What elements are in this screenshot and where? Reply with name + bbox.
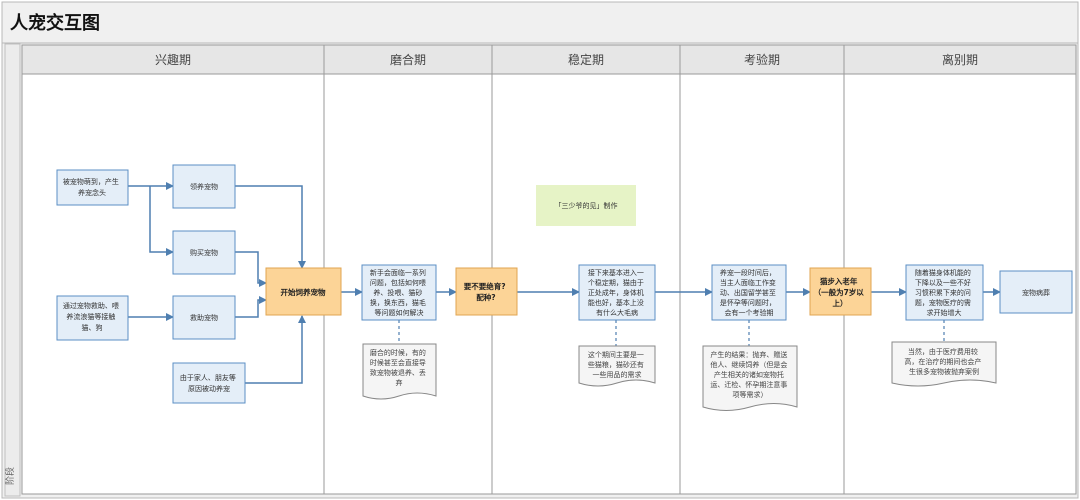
node-sterilize: 要不要绝育? 配种?	[455, 267, 518, 316]
lane-headers: 兴趣期 磨合期 稳定期 考验期 离别期	[21, 44, 1077, 75]
svg-text:领养宠物: 领养宠物	[190, 182, 218, 191]
side-label: 阶段	[4, 467, 16, 485]
node-contact-strays: 通过宠物救助、喂 养流浪猫等接触 猫、狗	[56, 295, 129, 341]
lane-label-test: 考验期	[744, 52, 780, 67]
svg-text:宠物病葬: 宠物病葬	[1022, 288, 1050, 297]
lane-label-farewell: 离别期	[942, 52, 978, 67]
node-test-period: 养宠一段时间后， 当主人面临工作变 动、出国留学甚至 是怀孕等问题时， 会有一个…	[711, 264, 787, 321]
note-stable: 这个期间主要是一 些猫粮，猫砂还有 一些用品的需求	[578, 345, 656, 387]
watermark-text: 「三少爷的见」制作	[555, 201, 618, 210]
svg-text:猫步入老年 （一般为7岁以 上）: 猫步入老年 （一般为7岁以 上）	[814, 276, 867, 308]
svg-text:要不要绝育? 配种?: 要不要绝育? 配种?	[464, 281, 508, 302]
lane-header-stable	[491, 44, 681, 75]
node-old-age: 猫步入老年 （一般为7岁以 上）	[809, 267, 872, 316]
note-adapt: 磨合的时候，有的 时候甚至会直接导 致宠物被退养、丢 弃	[362, 343, 437, 400]
node-newbie-problems: 新手会面临一系列 问题，包括如何喂 养、投喂、猫砂 换，换东西，猫毛 等问题如何…	[361, 264, 437, 321]
lane-header-test	[679, 44, 845, 75]
node-passive: 由于家人、朋友等 原因被动养宠	[172, 362, 246, 404]
side-bar	[4, 43, 21, 497]
note-links	[398, 320, 945, 346]
connectors	[128, 182, 1001, 384]
note-farewell: 当然，由于医疗费用较 高，在治疗的期间也会产 生很多宠物被抛弃案例	[891, 341, 997, 387]
svg-text:当然，由于医疗费用较 高，在治疗的期间也会产: 当然，由于医疗费用较 高，在治疗的期间也会产 生很多宠物被抛弃案例	[904, 347, 983, 376]
lane-header-farewell	[843, 44, 1077, 75]
svg-text:磨合的时候，有的 时候甚至会直接导: 磨合的时候，有的 时候甚至会直接导 致宠物被退养、丢 弃	[370, 348, 428, 387]
node-start-raising: 开始饲养宠物	[265, 267, 342, 316]
svg-text:新手会面临一系列 问题，包括如何喂: 新手会面临一系列 问题，包括如何喂 养、投喂、猫砂 换，换东西，猫毛 等问题如何…	[370, 268, 428, 317]
lane-label-stable: 稳定期	[568, 52, 604, 67]
lane-label-interest: 兴趣期	[155, 52, 191, 67]
svg-text:开始饲养宠物: 开始饲养宠物	[281, 287, 326, 297]
node-pet-funeral: 宠物病葬	[999, 270, 1073, 314]
node-stable-period: 接下来基本进入一 个稳定期，猫由于 正处成年，身体机 能也好，基本上没 有什么大…	[578, 264, 656, 321]
svg-text:接下来基本进入一 个稳定期，猫由于: 接下来基本进入一 个稳定期，猫由于 正处成年，身体机 能也好，基本上没 有什么大…	[588, 268, 646, 317]
diagram-title: 人宠交互图	[10, 12, 100, 34]
svg-text:这个期间主要是一 些猫粮，猫砂还有: 这个期间主要是一 些猫粮，猫砂还有 一些用品的需求	[588, 350, 646, 379]
node-rescue: 救助宠物	[172, 295, 236, 340]
lane-label-adapt: 磨合期	[390, 52, 426, 67]
node-attracted: 被宠物萌到，产生 养宠念头	[56, 169, 129, 206]
watermark-box	[536, 185, 636, 226]
note-test: 产生的结果：抛弃、赠送 他人、继续饲养（但是会 产生相关的诸如宠物托 运、迁检、…	[702, 345, 798, 411]
node-buy: 购买宠物	[172, 230, 236, 275]
node-adopt: 领养宠物	[172, 164, 236, 209]
svg-text:由于家人、朋友等 原因被动养宠: 由于家人、朋友等 原因被动养宠	[180, 373, 238, 393]
svg-text:养宠一段时间后， 当主人面临工作变: 养宠一段时间后， 当主人面临工作变 动、出国留学甚至 是怀孕等问题时， 会有一个…	[720, 268, 778, 317]
svg-text:救助宠物: 救助宠物	[190, 313, 218, 322]
svg-text:被宠物萌到，产生 养宠念头: 被宠物萌到，产生 养宠念头	[63, 177, 121, 197]
svg-text:产生的结果：抛弃、赠送 他人、继续饲养（但是会: 产生的结果：抛弃、赠送 他人、继续饲养（但是会 产生相关的诸如宠物托 运、迁检、…	[710, 350, 789, 399]
node-health-decline: 随着猫身体机能的 下降以及一些不好 习惯积累下来的问 题，宠物医疗的需 求开始增…	[905, 264, 984, 321]
svg-text:随着猫身体机能的 下降以及一些不好: 随着猫身体机能的 下降以及一些不好 习惯积累下来的问 题，宠物医疗的需 求开始增…	[915, 268, 973, 317]
svg-text:购买宠物: 购买宠物	[190, 248, 218, 257]
svg-text:通过宠物救助、喂 养流浪猫等接触 猫: 通过宠物救助、喂 养流浪猫等接触 猫、狗	[63, 301, 121, 332]
